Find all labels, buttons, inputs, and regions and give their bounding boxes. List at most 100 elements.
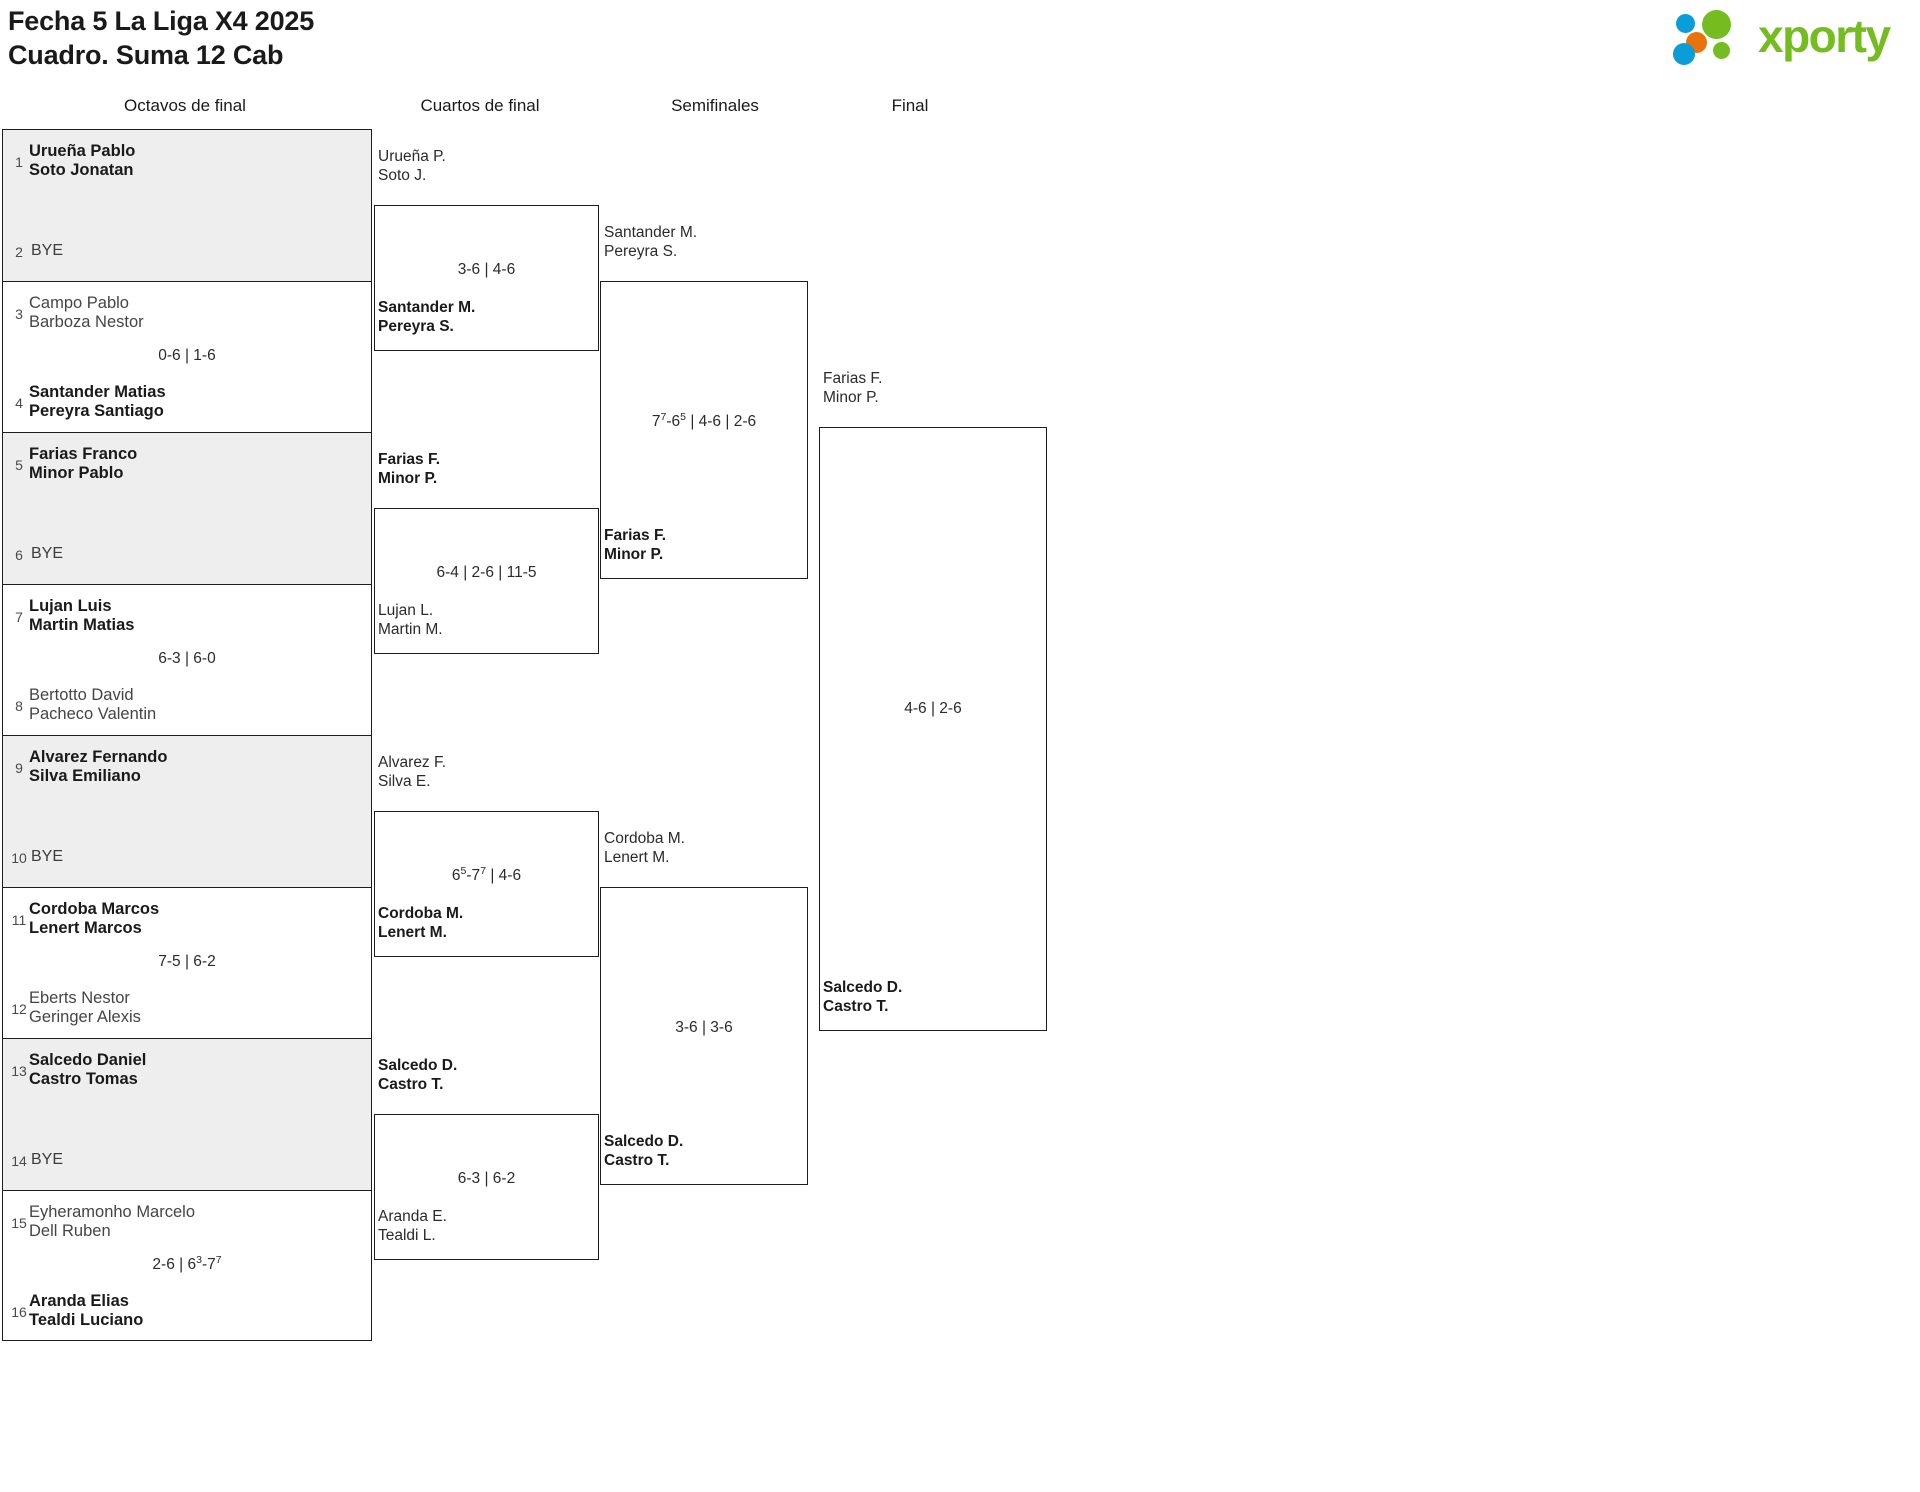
- logo-dot-blue-top: [1676, 14, 1695, 33]
- match-score: 0-6 | 1-6: [158, 347, 216, 365]
- logo-dot-green-large: [1702, 10, 1731, 39]
- team-name: Cordoba M.Lenert M.: [378, 905, 464, 941]
- team-name: Alvarez F.Silva E.: [378, 754, 447, 790]
- match-score: 6-3 | 6-2: [457, 1170, 516, 1187]
- match-score: 7-5 | 6-2: [158, 953, 216, 971]
- seed-number: 10: [11, 849, 27, 866]
- team-name: Salcedo D.Castro T.: [378, 1057, 458, 1093]
- logo-dots-icon: [1672, 10, 1760, 65]
- seed-number: 6: [15, 546, 23, 563]
- seed-number: 13: [11, 1063, 27, 1079]
- team-name: Lujan L.Martin M.: [378, 602, 443, 638]
- match-score: 3-6 | 3-6: [675, 1019, 733, 1036]
- seed-number: 1: [15, 154, 23, 170]
- bye-label: BYE: [31, 1150, 64, 1168]
- seed-number: 15: [11, 1214, 27, 1231]
- team-name: Aranda E.Tealdi L.: [378, 1208, 447, 1244]
- match-score: 77-65 | 4-6 | 2-6: [651, 410, 757, 430]
- semifinal-match-box[interactable]: 3-6 | 3-6: [600, 887, 808, 1185]
- seed-number: 14: [11, 1152, 27, 1169]
- team-name: Salcedo D.Castro T.: [604, 1133, 684, 1169]
- title-line-1: Fecha 5 La Liga X4 2025: [8, 6, 315, 36]
- quarterfinal-match-box[interactable]: 6-3 | 6-2: [374, 1114, 599, 1260]
- match-score: 6-4 | 2-6 | 11-5: [436, 564, 537, 581]
- logo-dot-blue-bottom: [1673, 43, 1695, 65]
- team-name: Santander M.Pereyra S.: [604, 224, 698, 260]
- seed-number: 12: [11, 1001, 27, 1017]
- team-name: Cordoba M.Lenert M.: [604, 830, 685, 866]
- logo-wordmark: xporty: [1758, 10, 1891, 62]
- page-title: Fecha 5 La Liga X4 2025 Cuadro. Suma 12 …: [8, 4, 314, 72]
- seed-number: 5: [15, 457, 23, 473]
- team-name: Farias F.Minor P.: [823, 370, 883, 406]
- bye-label: BYE: [31, 847, 64, 865]
- round1-player-slot[interactable]: 6 BYE: [3, 531, 371, 577]
- seed-number: 11: [11, 911, 27, 928]
- match-score: 2-6 | 63-77: [152, 1254, 222, 1274]
- seed-number: 9: [15, 760, 23, 776]
- seed-number: 2: [15, 243, 23, 260]
- team-name: Farias F.Minor P.: [604, 527, 667, 563]
- team-name: Farias F.Minor P.: [378, 451, 441, 487]
- seed-number: 3: [15, 305, 23, 322]
- seed-number: 7: [15, 608, 23, 625]
- team-name: Salcedo D.Castro T.: [823, 979, 903, 1015]
- quarterfinal-match-box[interactable]: 65-77 | 4-6: [374, 811, 599, 957]
- bye-label: BYE: [31, 544, 64, 562]
- quarterfinal-match-box[interactable]: 6-4 | 2-6 | 11-5: [374, 508, 599, 654]
- quarterfinal-match-box[interactable]: 3-6 | 4-6: [374, 205, 599, 351]
- match-score: 4-6 | 2-6: [904, 700, 962, 717]
- match-score: 6-3 | 6-0: [158, 650, 216, 668]
- round-header-semis: Semifinales: [671, 96, 759, 115]
- team-name: Santander M.Pereyra S.: [378, 299, 476, 335]
- final-match-box[interactable]: 4-6 | 2-6: [819, 427, 1047, 1031]
- team-name: Urueña P.Soto J.: [378, 148, 446, 184]
- bye-label: BYE: [31, 241, 64, 259]
- title-line-2: Cuadro. Suma 12 Cab: [8, 40, 284, 70]
- round-header-octavos: Octavos de final: [124, 96, 246, 115]
- seed-number: 16: [11, 1304, 27, 1320]
- match-score: 65-77 | 4-6: [451, 864, 522, 884]
- semifinal-match-box[interactable]: 77-65 | 4-6 | 2-6: [600, 281, 808, 579]
- xporty-logo: xporty: [1672, 8, 1902, 66]
- seed-number: 8: [15, 698, 23, 714]
- logo-dot-green-small: [1713, 42, 1730, 59]
- round1-player-slot[interactable]: 2 BYE: [3, 228, 371, 274]
- round-header-cuartos: Cuartos de final: [420, 96, 540, 115]
- match-score: 3-6 | 4-6: [457, 261, 516, 278]
